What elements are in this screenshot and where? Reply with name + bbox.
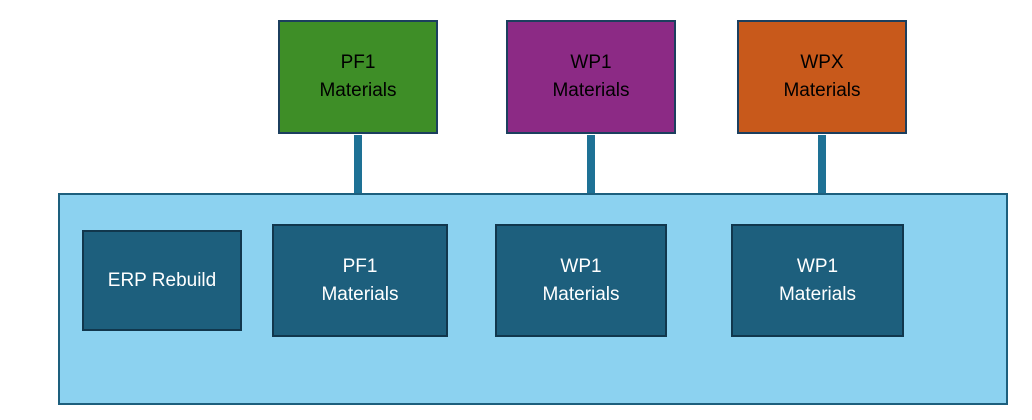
arrow-down-icon (818, 135, 826, 211)
arrow-down-icon (587, 135, 595, 211)
target-box-wp1-materials: WP1 Materials (495, 224, 667, 337)
source-box-pf1-materials: PF1 Materials (278, 20, 438, 134)
target-box-wp1-materials-2: WP1 Materials (731, 224, 904, 337)
source-box-wp1-materials: WP1 Materials (506, 20, 676, 134)
target-box-pf1-materials: PF1 Materials (272, 224, 448, 337)
source-box-wpx-materials: WPX Materials (737, 20, 907, 134)
arrow-down-icon (354, 135, 362, 211)
erp-rebuild-box: ERP Rebuild (82, 230, 242, 331)
